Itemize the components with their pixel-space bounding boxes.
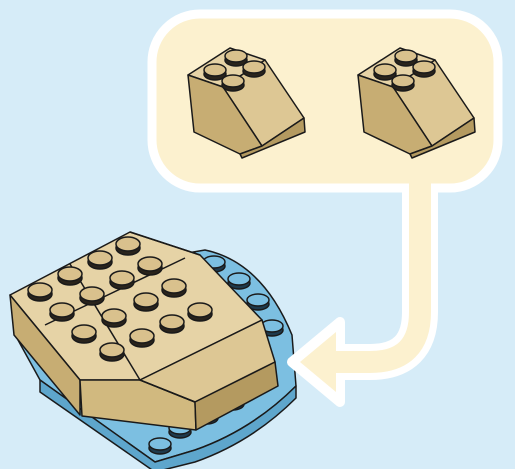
stud-group — [373, 49, 436, 92]
tan-slope-brick-2x2-icon — [187, 47, 306, 159]
callout-part-1 — [187, 47, 306, 159]
tan-brick-studs — [27, 236, 213, 362]
curved-arrow-icon — [287, 176, 438, 407]
callout-part-2 — [357, 47, 476, 159]
lego-assembly-icon — [9, 231, 297, 469]
tan-slope-brick-2x2-icon — [357, 47, 476, 159]
stud-group — [203, 49, 266, 92]
